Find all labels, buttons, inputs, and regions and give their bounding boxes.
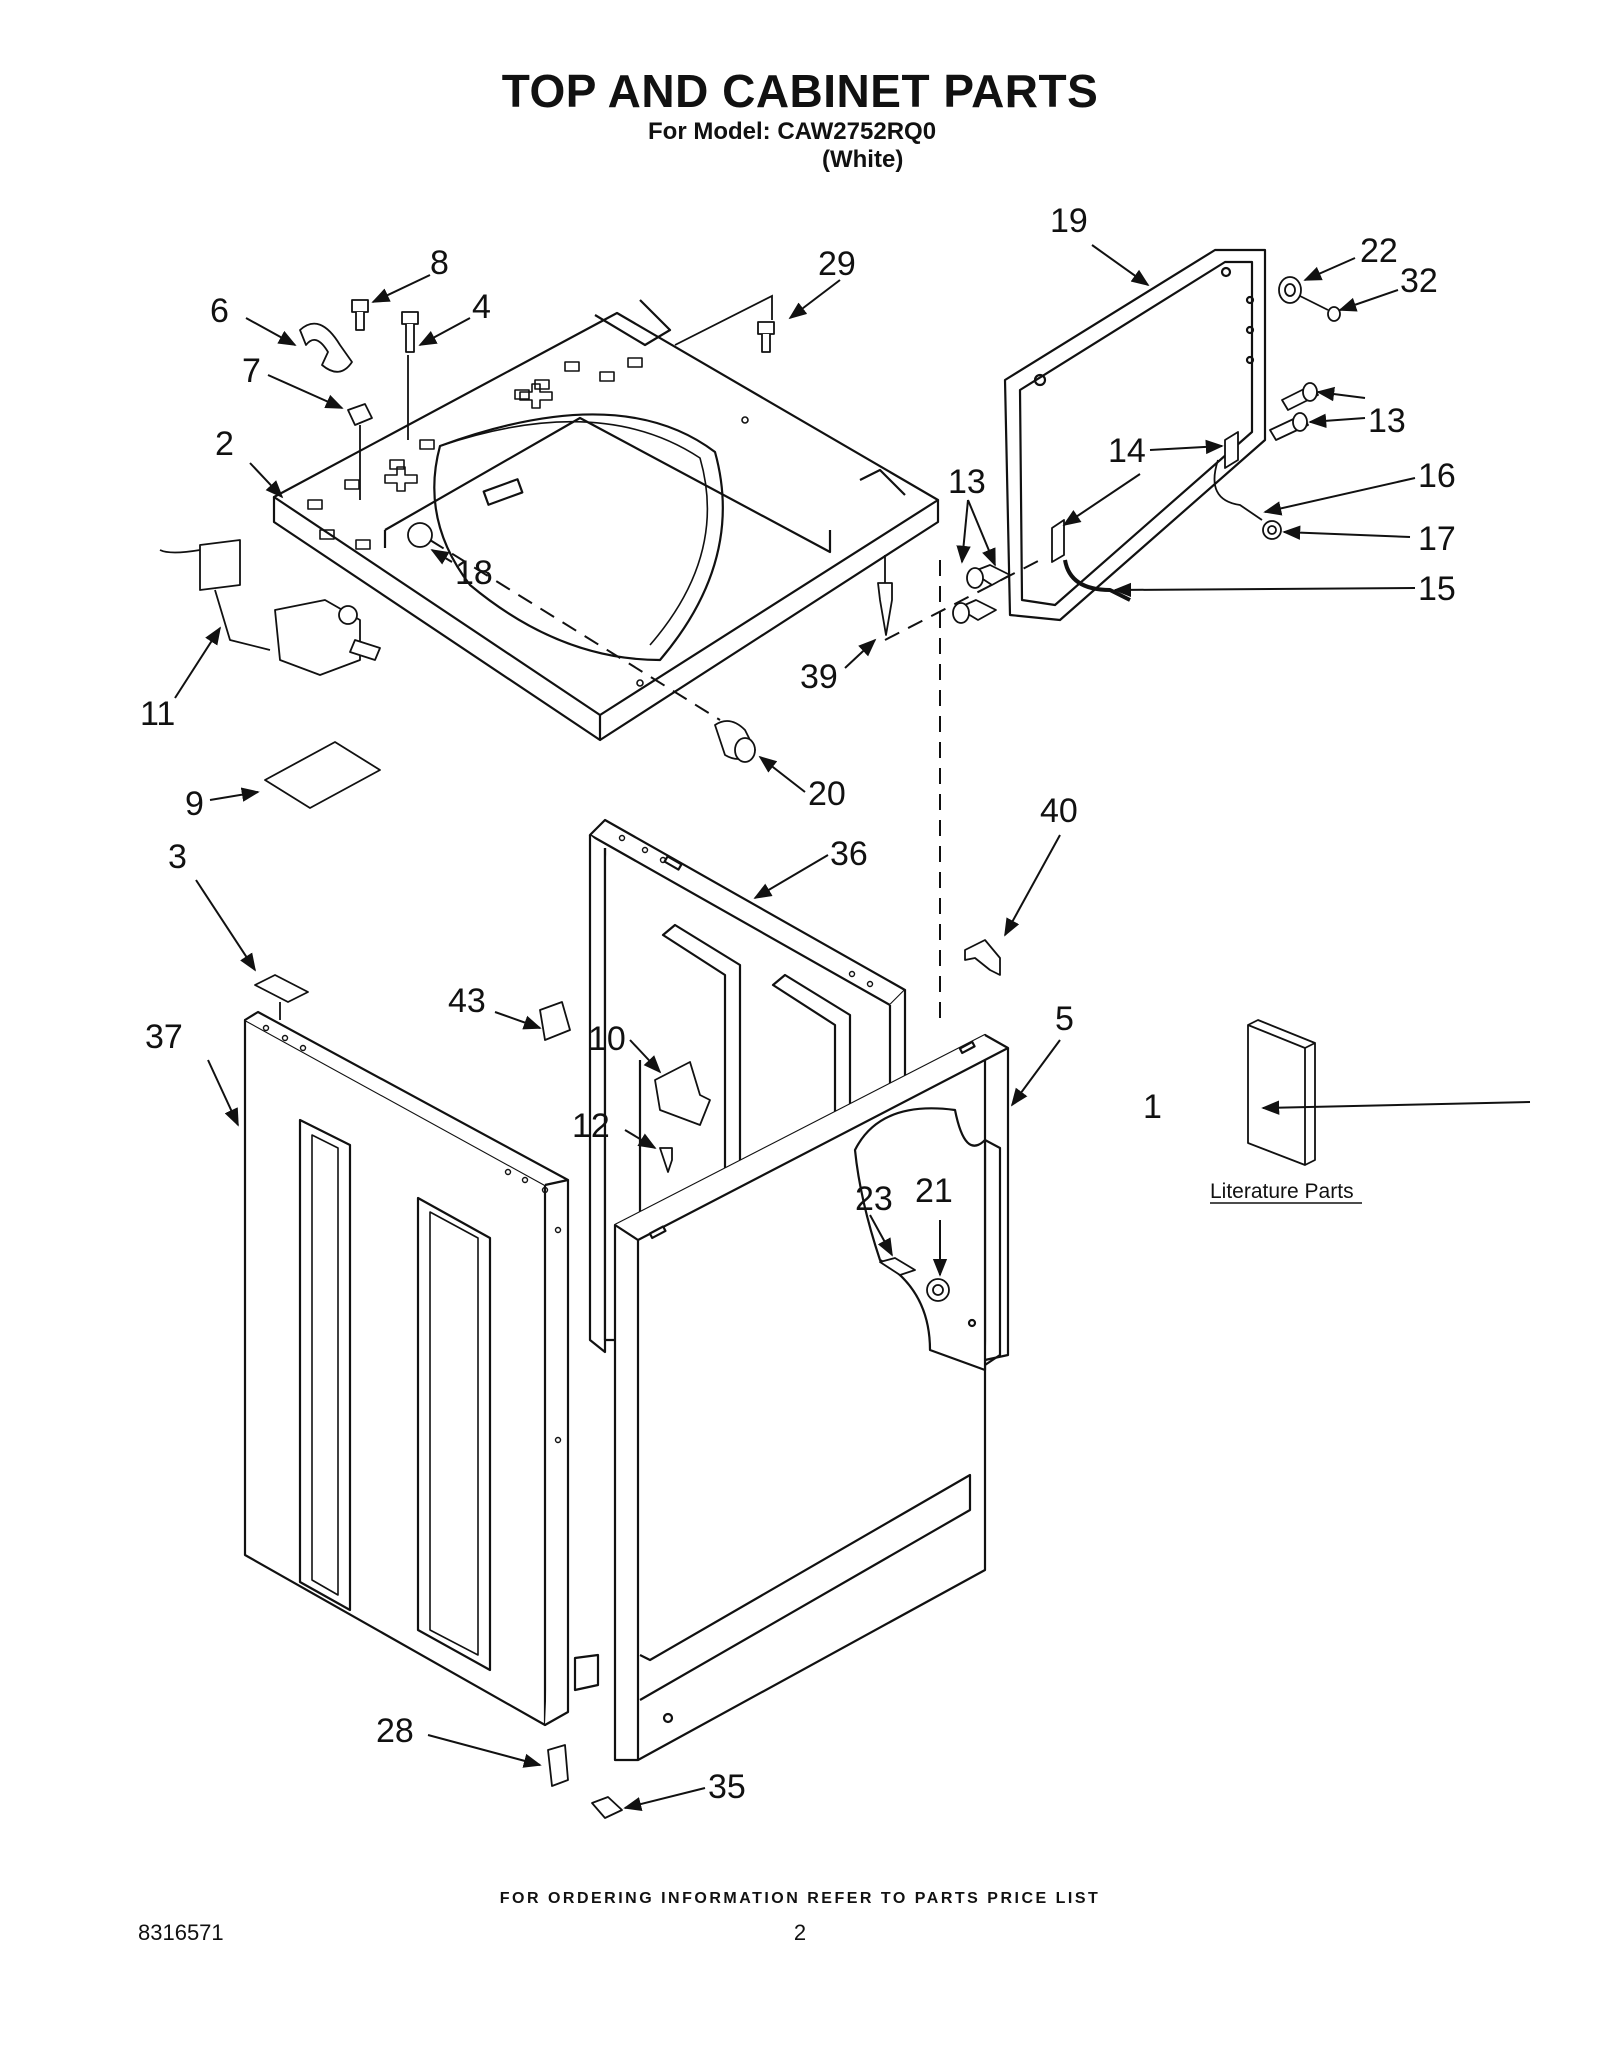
part-6-clip: [299, 322, 353, 373]
callout-6: 6: [210, 292, 229, 330]
part-10-bracket: [654, 1061, 711, 1126]
part-18-grommet: [407, 522, 433, 548]
callout-20: 20: [808, 775, 846, 813]
callout-8: 8: [430, 244, 449, 282]
assembly-line-29: [674, 294, 773, 346]
callout-39: 39: [800, 658, 838, 696]
callout-16: 16: [1418, 457, 1456, 495]
top-panel: [272, 299, 940, 742]
part-13-bolts-left: [952, 564, 1011, 624]
callout-17: 17: [1418, 520, 1456, 558]
callout-labels: 1 2 3 4 5 6 7 8 9 10 11 12 13 13 14 15 1…: [140, 202, 1456, 1806]
callout-11: 11: [140, 695, 175, 733]
callout-36: 36: [830, 835, 868, 873]
ordering-note: FOR ORDERING INFORMATION REFER TO PARTS …: [499, 1890, 1101, 1907]
part-8-screw: [351, 299, 369, 331]
color-line: (White): [822, 146, 904, 173]
callout-40: 40: [1040, 792, 1078, 830]
callout-22: 22: [1360, 232, 1398, 270]
part-14-bracket-lower: [1051, 519, 1065, 563]
assembly-lines: [429, 539, 1041, 1020]
part-43-clip: [539, 1001, 571, 1041]
part-11-lid-switch: [159, 539, 381, 676]
part-15-rod: [1063, 559, 1131, 602]
callout-10: 10: [588, 1020, 626, 1058]
callout-23: 23: [855, 1180, 893, 1218]
callout-12: 12: [572, 1107, 610, 1145]
callout-43: 43: [448, 982, 486, 1020]
part-40-clip: [964, 939, 1001, 976]
callout-3: 3: [168, 838, 187, 876]
part-9-label: [264, 741, 381, 809]
part-28-clip: [547, 1744, 569, 1787]
callout-2: 2: [215, 425, 234, 463]
part-20-bumper: [714, 720, 756, 763]
callout-arrows: [174, 244, 1531, 1812]
callout-1: 1: [1143, 1088, 1162, 1126]
page-title: TOP AND CABINET PARTS: [501, 65, 1099, 117]
callout-18: 18: [455, 554, 493, 592]
part-21-bumper: [926, 1278, 950, 1302]
document-number: 8316571: [138, 1920, 224, 1945]
callout-9: 9: [185, 785, 204, 823]
side-panel: [243, 1010, 600, 1727]
part-22-bushing: [1278, 276, 1302, 304]
callout-4: 4: [472, 288, 491, 326]
page-number: 2: [793, 1920, 807, 1945]
callout-37: 37: [145, 1018, 183, 1056]
part-3-pad: [254, 974, 309, 1003]
model-line: For Model: CAW2752RQ0: [648, 118, 937, 145]
part-29-screw: [757, 321, 775, 353]
front-panel: [613, 1033, 1010, 1762]
part-32-pin: [1299, 295, 1341, 322]
callout-15: 15: [1418, 570, 1456, 608]
callout-35: 35: [708, 1768, 746, 1806]
callout-19: 19: [1050, 202, 1088, 240]
callout-7: 7: [242, 352, 261, 390]
part-23-screw: [879, 1257, 916, 1276]
part-17-nut: [1262, 520, 1282, 540]
part-35-screw: [591, 1796, 623, 1819]
callout-5: 5: [1055, 1000, 1074, 1038]
part-13-bolts-right: [1269, 382, 1319, 441]
callout-13-right: 13: [1368, 402, 1406, 440]
literature-parts-label: Literature Parts: [1210, 1180, 1354, 1203]
part-14-bracket: [1224, 431, 1239, 469]
part-39-hinge-pin: [877, 555, 893, 636]
callout-21: 21: [915, 1172, 953, 1210]
part-16-wire: [1213, 459, 1263, 521]
lid-frame: [1003, 248, 1267, 622]
callout-14: 14: [1108, 432, 1146, 470]
callout-28: 28: [376, 1712, 414, 1750]
callout-29: 29: [818, 245, 856, 283]
literature-parts-book: [1247, 1019, 1316, 1166]
callout-13-left: 13: [948, 463, 986, 501]
part-4-screw: [401, 311, 419, 353]
part-7-fastener: [347, 403, 373, 426]
callout-32: 32: [1400, 262, 1438, 300]
part-12-screw: [659, 1147, 673, 1173]
